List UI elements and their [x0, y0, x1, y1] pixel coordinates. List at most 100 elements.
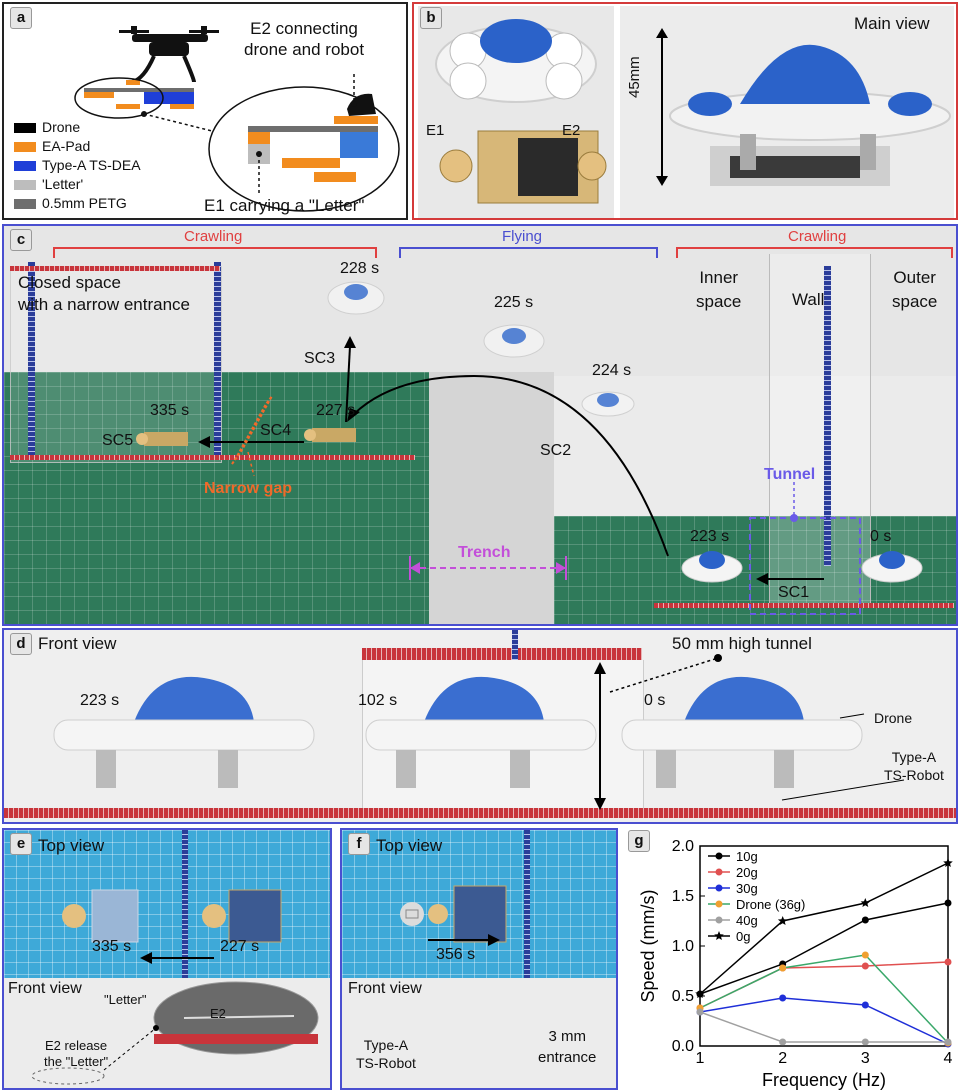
main-view-title: Main view — [854, 14, 930, 33]
outer-space-label: Outer space — [892, 268, 938, 311]
data-point — [779, 1038, 787, 1046]
callout-e1: E1 carrying a "Letter" — [204, 196, 365, 215]
phase-crawling-right: Crawling — [788, 228, 847, 245]
height-arrow — [656, 28, 668, 186]
time-223s: 223 s — [690, 528, 730, 545]
wall-label: Wall — [792, 290, 825, 309]
robot-callout: Type-A TS-Robot — [884, 749, 944, 783]
e-letter-label: "Letter" — [104, 992, 147, 1007]
data-point — [779, 964, 787, 972]
panel-tag-g: g — [628, 830, 650, 852]
f-front-view — [342, 978, 616, 1088]
legend-marker — [715, 916, 723, 924]
data-point — [943, 858, 953, 867]
front-time-102s: 102 s — [358, 692, 398, 709]
back-wall — [4, 226, 956, 376]
ruler-left-top — [10, 266, 220, 271]
ruler-left-1 — [28, 262, 35, 457]
data-point — [777, 916, 788, 925]
panel-b-photos: b E1 E2 Main view — [412, 2, 958, 220]
f-robot — [400, 885, 507, 946]
legend-swatch — [14, 199, 36, 209]
label-e2: E2 — [562, 122, 581, 139]
y-axis-label: Speed (mm/s) — [638, 889, 658, 1002]
time-228s: 228 s — [340, 260, 380, 277]
label-e1: E1 — [426, 122, 445, 139]
f-front-view-title: Front view — [348, 980, 422, 997]
data-point — [944, 899, 952, 907]
legend-marker — [715, 868, 723, 876]
legend-swatch — [14, 180, 36, 190]
data-point — [861, 1001, 869, 1009]
data-point — [696, 1008, 704, 1016]
x-tick-label: 1 — [696, 1050, 705, 1067]
data-point — [944, 1038, 952, 1046]
ruler-left-2 — [214, 262, 221, 457]
phase-flying: Flying — [502, 228, 543, 245]
data-point — [861, 962, 869, 970]
series-line — [699, 954, 949, 1044]
data-point — [861, 951, 869, 959]
panel-tag-e: e — [10, 833, 32, 855]
e-time-335s: 335 s — [92, 938, 132, 955]
f-time-356s: 356 s — [436, 946, 476, 963]
front-time-223s: 223 s — [80, 692, 120, 709]
panel-d-front-view: d Front view 50 mm high tunne — [2, 628, 958, 824]
right-glass-wall — [769, 254, 871, 604]
panel-c-scene: c Crawling Flying Crawling Closed space … — [2, 224, 958, 626]
panel-f-top-front: f Top view 356 s Front view Type-A TS-Ro… — [340, 828, 618, 1090]
robot-227s — [304, 428, 356, 442]
ruler-tunnel-top — [362, 648, 642, 660]
drone-223s — [681, 551, 743, 583]
x-axis-label: Frequency (Hz) — [762, 1070, 886, 1090]
drone-and-pad-graphic — [435, 19, 607, 204]
e-front-view-title: Front view — [8, 980, 82, 997]
legend-label: 20g — [736, 865, 758, 880]
drone-228s — [327, 281, 385, 315]
front-view-title: Front view — [38, 634, 117, 653]
ruler-right-bottom — [654, 603, 954, 608]
legend-label: Drone (36g) — [736, 897, 805, 912]
tunnel-note: 50 mm high tunnel — [672, 634, 812, 653]
schematic-drawing — [74, 26, 400, 212]
robot-335s — [136, 432, 188, 446]
label-tunnel: Tunnel — [764, 466, 816, 483]
drone-callout: Drone — [874, 710, 913, 726]
data-point — [779, 994, 787, 1002]
time-225s: 225 s — [494, 294, 534, 311]
ruler-floor — [4, 808, 956, 818]
series-line — [699, 862, 949, 995]
front-time-0s: 0 s — [644, 692, 666, 709]
series-line — [699, 1011, 948, 1043]
data-point — [944, 958, 952, 966]
phase-brackets — [53, 247, 953, 258]
data-point — [861, 1038, 869, 1046]
legend-marker — [714, 931, 724, 940]
time-227s: 227 s — [316, 402, 356, 419]
legend-a: Drone EA-Pad Type-A TS-DEA 'Letter' 0.5m… — [4, 119, 204, 218]
y-tick-label: 1.5 — [672, 888, 694, 905]
flight-drones — [136, 281, 923, 615]
legend-swatch — [14, 142, 36, 152]
e-release-label: E2 release the "Letter" — [44, 1038, 109, 1069]
e-top-view-title: Top view — [38, 836, 105, 855]
time-335s: 335 s — [150, 402, 190, 419]
label-sc2: SC2 — [540, 442, 572, 459]
series-line — [699, 902, 949, 995]
y-tick-label: 2.0 — [672, 838, 694, 855]
y-tick-label: 1.0 — [672, 938, 694, 955]
e-zoom-inset — [31, 981, 319, 1085]
panel-tag-a: a — [10, 7, 32, 29]
drone-225s — [483, 324, 545, 358]
time-224s: 224 s — [592, 362, 632, 379]
callout-e2: E2 connecting drone and robot — [244, 19, 365, 59]
left-glass-box — [10, 266, 222, 463]
f-ruler — [524, 830, 530, 1088]
drone-0s — [861, 551, 923, 583]
legend-label: 40g — [736, 913, 758, 928]
drone-224s — [581, 391, 635, 417]
panel-tag-c: c — [10, 229, 32, 251]
height-label: 45mm — [626, 56, 643, 98]
photo-main-view — [620, 6, 954, 218]
